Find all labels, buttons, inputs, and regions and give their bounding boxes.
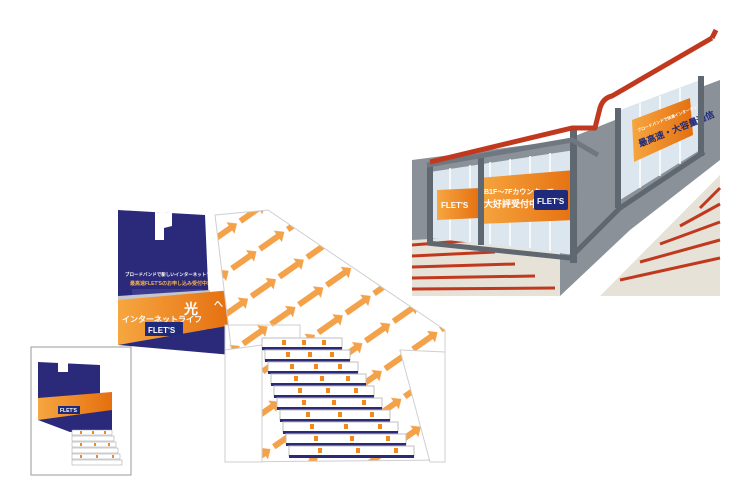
right-railing-scene: FLET'S B1F〜7Fカウンターで 大好評受付中!! FLET'S ブロード…: [411, 20, 722, 296]
panel-line-2: 光: [183, 301, 198, 317]
wall-lower: [224, 344, 263, 463]
banner-center: B1F〜7Fカウンターで 大好評受付中!! FLET'S: [478, 170, 578, 224]
left-stair-scene: ブロードバンドで新しいインターネットライフを 最高速FLET'Sのお申し込み受付…: [118, 209, 446, 463]
top-banner-small-1: ブロードバンドで新しいインターネットライフを: [125, 271, 225, 278]
flets-logo-box: [145, 322, 183, 336]
inset-thumbnail: FLET'S: [30, 346, 132, 476]
banner-center-logo-text: FLET'S: [537, 197, 565, 206]
stair-steps: [261, 337, 415, 458]
top-banner-strip: [132, 289, 202, 295]
banner-center-line-2: 大好評受付中!!: [484, 198, 544, 209]
flets-logo-text: FLET'S: [148, 326, 176, 335]
banner-center-logo-box: [534, 190, 568, 210]
banner-center-line-1: B1F〜7Fカウンターで: [484, 187, 554, 196]
banner-left-logo: FLET'S: [441, 201, 469, 210]
top-grey-rail: [426, 137, 600, 168]
panel-tail: へ: [214, 299, 223, 309]
handrail-bottom: [426, 149, 706, 261]
stair-side-wall: [399, 349, 446, 463]
red-handrail: [429, 35, 714, 165]
railing-posts: [427, 76, 704, 263]
inset-logo-text: FLET'S: [60, 408, 78, 414]
stairs-right: [600, 175, 722, 296]
panel-line-1: インターネットライフ: [122, 314, 202, 324]
top-banner-small-2: 最高速FLET'Sのお申し込み受付中!: [130, 280, 209, 287]
banner-left: FLET'S: [437, 188, 480, 220]
panel-notch: [155, 212, 172, 240]
